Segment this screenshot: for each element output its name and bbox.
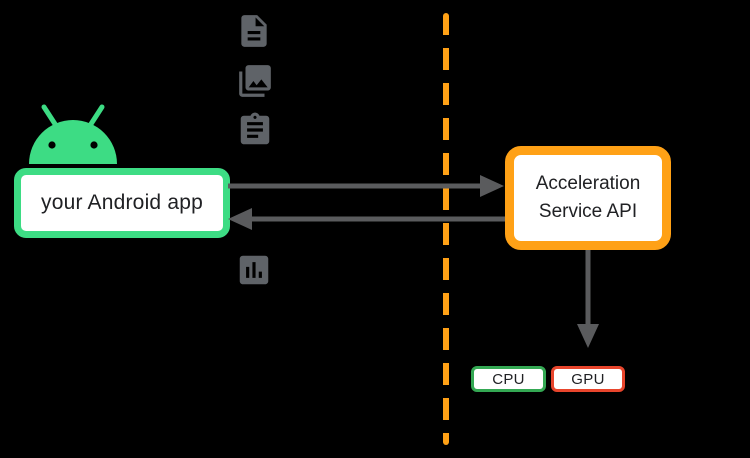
app-to-api-arrow [228, 175, 504, 197]
process-boundary-dashed-line [443, 13, 449, 445]
api-to-app-arrow [228, 208, 505, 230]
android-robot-icon [29, 104, 117, 164]
clipboard-icon [236, 111, 274, 149]
cpu-label: CPU [492, 370, 525, 388]
android-app-label: your Android app [41, 191, 203, 214]
document-icon [235, 12, 273, 50]
bar-chart-icon [235, 251, 273, 289]
photo-library-icon [236, 62, 274, 100]
gpu-label: GPU [571, 370, 605, 388]
cpu-chip: CPU [471, 366, 546, 392]
api-to-hardware-arrow [577, 250, 599, 348]
acceleration-service-api-box: Acceleration Service API [505, 146, 671, 250]
gpu-chip: GPU [551, 366, 625, 392]
android-app-box: your Android app [14, 168, 230, 238]
acceleration-service-api-label: Acceleration Service API [535, 173, 641, 222]
